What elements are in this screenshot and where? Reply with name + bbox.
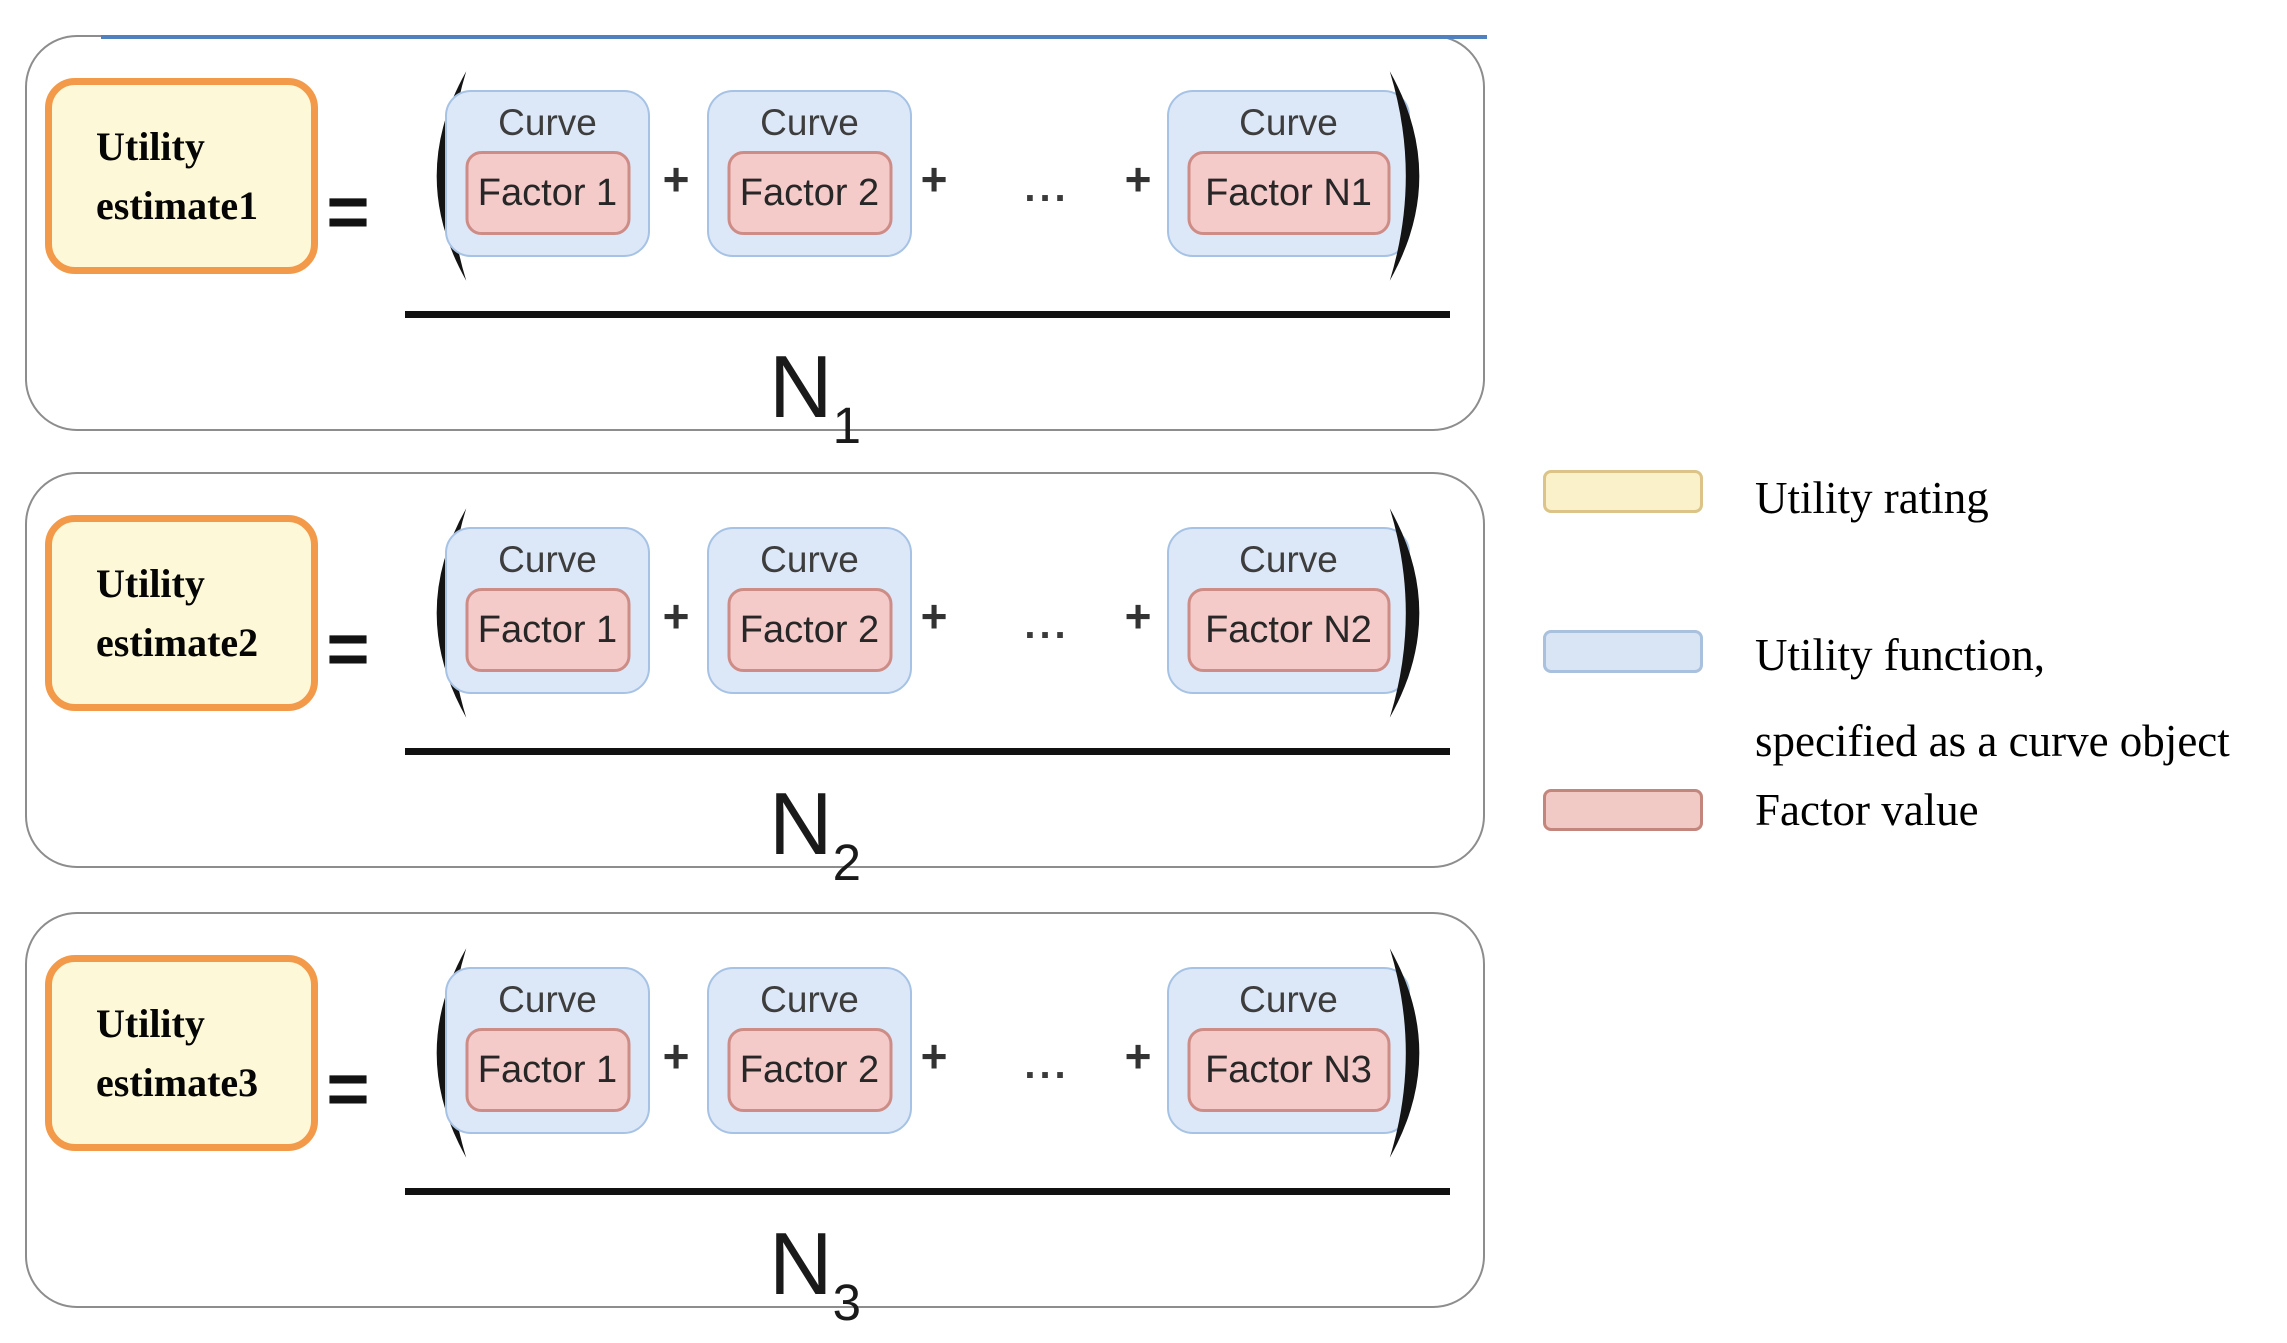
curve-label: Curve [760,979,859,1020]
factor-box: Factor 1 [465,1028,630,1112]
estimate-label-line2: estimate1 [96,183,259,228]
formula-row-3: Utility estimate3 = Curve Factor 1 + Cur… [0,912,2287,1328]
factor-label: Factor 2 [739,1048,880,1091]
legend-swatch-utility-rating [1543,470,1703,513]
curve-label: Curve [760,539,859,580]
factor-label: Factor 2 [739,171,880,214]
curve-box: Curve Factor N2 [1167,527,1410,694]
denominator: N1 [740,337,890,451]
denominator-subscript: 1 [832,396,861,454]
legend-label-utility-rating: Utility rating [1755,473,1989,523]
curve-box: Curve Factor N1 [1167,90,1410,257]
plus-operator: + [662,153,690,205]
fraction-bar [405,1188,1450,1195]
close-paren [1389,948,1420,1158]
row-frame [25,35,1487,431]
factor-box: Factor 1 [465,151,630,235]
curve-box: Curve Factor 2 [707,527,912,694]
factor-label: Factor 2 [739,608,880,651]
curve-box: Curve Factor 2 [707,967,912,1134]
curve-label: Curve [1239,979,1338,1020]
estimate-label-line2: estimate2 [96,620,259,665]
curve-box: Curve Factor 2 [707,90,912,257]
curve-label: Curve [498,539,597,580]
plus-operator: + [662,590,690,642]
close-paren [1389,508,1420,718]
factor-label: Factor 1 [477,1048,618,1091]
factor-label: Factor 1 [477,608,618,651]
denominator-base: N [769,337,833,436]
factor-box: Factor 2 [727,588,892,672]
factor-label: Factor N1 [1205,171,1372,214]
legend-label-utility-function-line1: Utility function, [1755,630,2045,680]
denominator-base: N [769,1214,833,1313]
factor-box: Factor 2 [727,151,892,235]
plus-operator: + [920,590,948,642]
factor-box: Factor N2 [1187,588,1390,672]
estimate-label-line2: estimate3 [96,1060,259,1105]
ellipsis: ... [1024,603,1070,647]
denominator: N3 [740,1214,890,1328]
factor-box: Factor 2 [727,1028,892,1112]
open-paren [436,948,467,1158]
curve-box: Curve Factor 1 [445,90,650,257]
close-paren [1389,71,1420,281]
fraction-bar [405,311,1450,318]
row-frame [25,472,1485,868]
plus-operator: + [920,1030,948,1082]
fraction-bar [405,748,1450,755]
denominator-subscript: 2 [832,833,861,891]
factor-label: Factor 1 [477,171,618,214]
plus-operator: + [920,153,948,205]
legend-swatch-utility-function [1543,630,1703,673]
legend-label-factor-value: Factor value [1755,785,1979,835]
factor-box: Factor 1 [465,588,630,672]
curve-box: Curve Factor 1 [445,967,650,1134]
factor-box: Factor N3 [1187,1028,1390,1112]
denominator: N2 [740,774,890,888]
plus-operator: + [1124,590,1152,642]
equals-sign: = [326,1047,370,1130]
estimate-label-line1: Utility [96,561,205,606]
denominator-subscript: 3 [832,1273,861,1331]
factor-label: Factor N3 [1205,1048,1372,1091]
equals-sign: = [326,170,370,253]
curve-label: Curve [498,102,597,143]
utility-estimate-box: Utility estimate3 [45,955,318,1151]
formula-row-2: Utility estimate2 = Curve Factor 1 + Cur… [0,472,2287,888]
open-paren [436,71,467,281]
estimate-label-line1: Utility [96,124,205,169]
plus-operator: + [662,1030,690,1082]
legend-label-utility-function-line2: specified as a curve object [1755,716,2230,766]
row-frame [25,912,1485,1308]
top-accent-line [101,35,1487,39]
factor-label: Factor N2 [1205,608,1372,651]
utility-estimate-box: Utility estimate1 [45,78,318,274]
curve-box: Curve Factor N3 [1167,967,1410,1134]
formula-row-1: Utility estimate1 = Curve Factor 1 + Cur… [0,35,2287,451]
open-paren [436,508,467,718]
plus-operator: + [1124,153,1152,205]
ellipsis: ... [1024,166,1070,210]
curve-label: Curve [1239,539,1338,580]
equals-sign: = [326,607,370,690]
factor-box: Factor N1 [1187,151,1390,235]
curve-label: Curve [760,102,859,143]
estimate-label-line1: Utility [96,1001,205,1046]
curve-label: Curve [1239,102,1338,143]
plus-operator: + [1124,1030,1152,1082]
denominator-base: N [769,774,833,873]
legend-swatch-factor-value [1543,789,1703,831]
curve-label: Curve [498,979,597,1020]
utility-estimate-box: Utility estimate2 [45,515,318,711]
curve-box: Curve Factor 1 [445,527,650,694]
ellipsis: ... [1024,1043,1070,1087]
